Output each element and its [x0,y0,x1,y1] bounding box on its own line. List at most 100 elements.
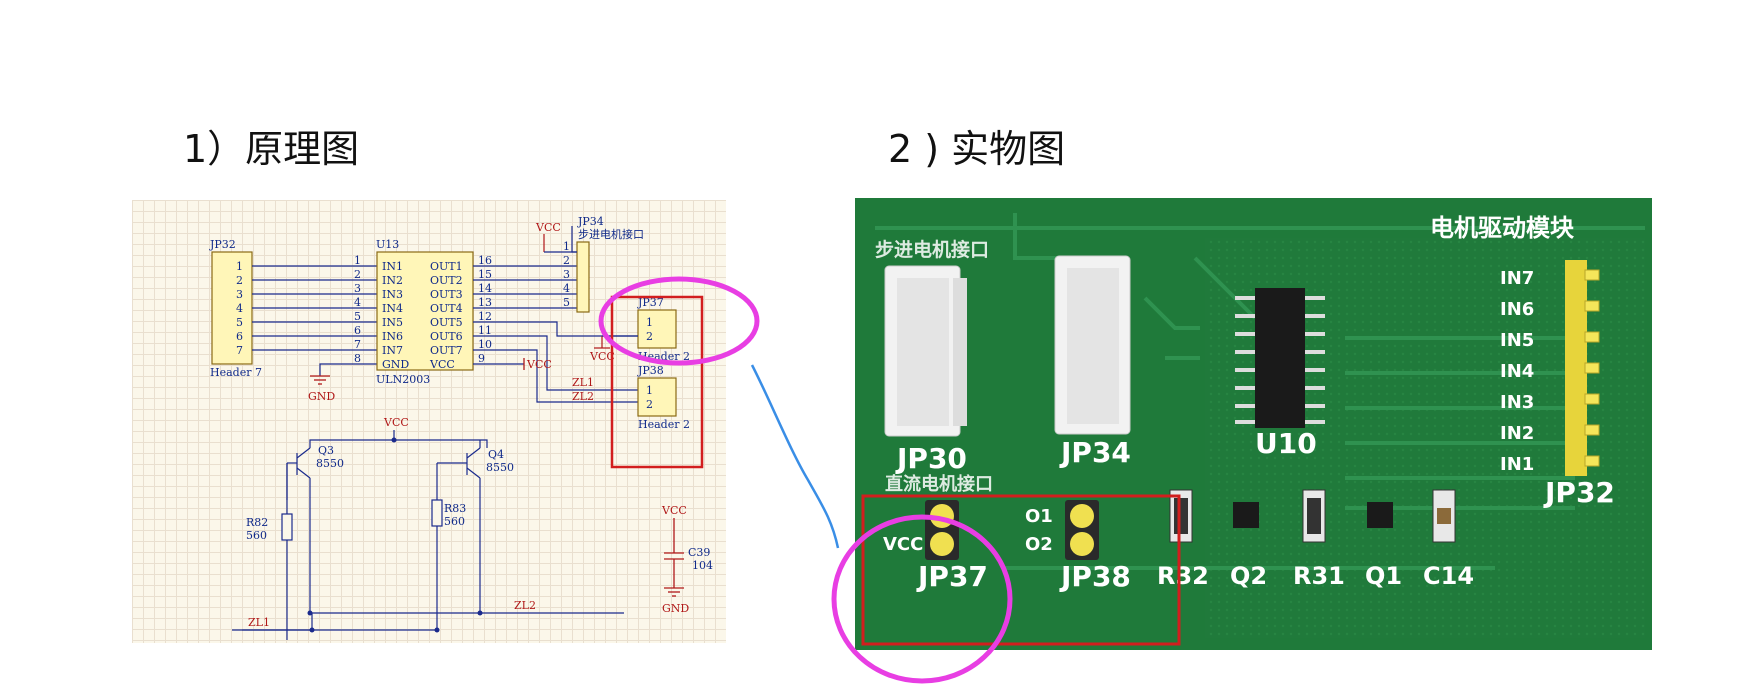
jp38-pin-1: 1 [646,384,653,397]
jp34-pin-3: 3 [563,268,570,281]
u13-num-6: 6 [354,324,361,337]
u13-in1: IN1 [382,260,403,273]
vcc-label-jp34: VCC [535,221,561,234]
u13-num-12: 12 [478,310,492,323]
u13-num-15: 15 [478,268,492,281]
jp30-label: JP30 [895,442,967,475]
r32-label: R32 [1157,562,1209,590]
r82-value: 560 [246,529,267,542]
jp32-pin-1: 1 [236,260,243,273]
u10-label: U10 [1255,427,1317,460]
u13-num-7: 7 [354,338,361,351]
zl2-label-top: ZL2 [572,390,594,403]
u13-out7: OUT7 [430,344,463,357]
u13-num-13: 13 [478,296,492,309]
jp34-header: JP34 步进电机接口 1 2 3 4 5 [563,215,644,313]
u10-chip [1235,288,1325,428]
photo-callout-circle [831,514,1013,684]
r31-label: R31 [1293,562,1345,590]
gnd-label: GND [308,390,335,403]
jp37-pins [925,500,959,560]
c14-label: C14 [1423,562,1474,590]
u13-part: ULN2003 [376,373,430,386]
stepper-interface-label: 步进电机接口 [875,238,989,261]
u13-ref: U13 [376,238,399,251]
c39-ref: C39 [688,546,710,559]
callout-connector [750,364,840,549]
pcb-title: 电机驱动模块 [1430,214,1574,242]
output-wires [473,226,638,403]
dc-interface-label: 直流电机接口 [885,473,993,495]
zl2-label-bottom: ZL2 [514,599,536,612]
jp32-pin-5: 5 [236,316,243,329]
u13-num-4: 4 [354,296,361,309]
u13-out6: OUT6 [430,330,463,343]
u13-num-14: 14 [478,282,492,295]
jp38-header: JP38 Header 2 1 2 [637,364,690,431]
jp32-pin-7: 7 [236,344,243,357]
u13-in2: IN2 [382,274,403,287]
jp38-pin-2: 2 [646,398,653,411]
jp32-pin-2: 2 [236,274,243,287]
u13-chip: U13 ULN2003 IN1 IN2 IN3 IN4 IN5 IN6 IN7 … [354,238,492,386]
schematic-callout-circle [598,276,760,366]
u13-num-11: 11 [478,324,492,337]
in1-label: IN1 [1500,454,1534,475]
q3-part: 8550 [316,457,344,470]
u13-num-16: 16 [478,254,492,267]
jp34-desc: 步进电机接口 [578,227,644,241]
jp37-label: JP37 [916,560,988,593]
u13-out3: OUT3 [430,288,463,301]
r82-ref: R82 [246,516,268,529]
jp34-ref: JP34 [577,215,604,228]
u13-out5: OUT5 [430,316,463,329]
vcc-label-u13: VCC [526,358,552,371]
jp30-connector [884,265,967,437]
u13-out1: OUT1 [430,260,463,273]
jp38-type: Header 2 [638,418,690,431]
u13-in4: IN4 [382,302,403,315]
jp32-header: JP32 Header 7 1 2 3 4 5 6 7 [209,238,262,379]
in5-label: IN5 [1500,330,1534,351]
photo-highlight-box [861,494,1181,646]
q4-ref: Q4 [488,448,504,461]
pcb-svg: 电机驱动模块 步进电机接口 JP30 JP34 U10 IN7 IN6 IN5 … [855,198,1652,650]
jp34-connector [1054,255,1131,435]
jp38-pins [1065,500,1099,560]
o1-silk-label: O1 [1025,506,1053,527]
input-wires [252,265,377,376]
u13-num-1: 1 [354,254,361,267]
r82-body [281,513,293,541]
jp32-label: JP32 [1543,476,1615,509]
jp37-pin-1: 1 [646,316,653,329]
u13-out4: OUT4 [430,302,463,315]
u13-num-8: 8 [354,352,361,365]
in6-label: IN6 [1500,299,1534,320]
jp34-label: JP34 [1059,436,1131,469]
jp32-pin-4: 4 [236,302,243,315]
u13-num-9: 9 [478,352,485,365]
in2-label: IN2 [1500,423,1534,444]
vcc-label-c39: VCC [661,504,687,517]
gnd-label-c39: GND [662,602,689,615]
gnd-symbol [310,375,330,385]
q1-label: Q1 [1365,562,1402,590]
jp34-pin-4: 4 [563,282,570,295]
u13-num-3: 3 [354,282,361,295]
jp34-pin-5: 5 [563,296,570,309]
zl1-label-top: ZL1 [572,376,594,389]
q3-ref: Q3 [318,444,334,457]
vcc-label-transistor: VCC [383,416,409,429]
jp32-type: Header 7 [210,366,262,379]
schematic-highlight-box [610,295,704,469]
in3-label: IN3 [1500,392,1534,413]
u13-vcc: VCC [429,358,455,371]
u13-in6: IN6 [382,330,403,343]
vcc-label-jp37: VCC [589,350,615,363]
u13-num-5: 5 [354,310,361,323]
r83-body [431,499,443,527]
schematic-diagram: JP32 Header 7 1 2 3 4 5 6 7 GND U13 ULN2… [132,200,726,643]
in4-label: IN4 [1500,361,1534,382]
vcc-silk-label: VCC [883,534,923,555]
